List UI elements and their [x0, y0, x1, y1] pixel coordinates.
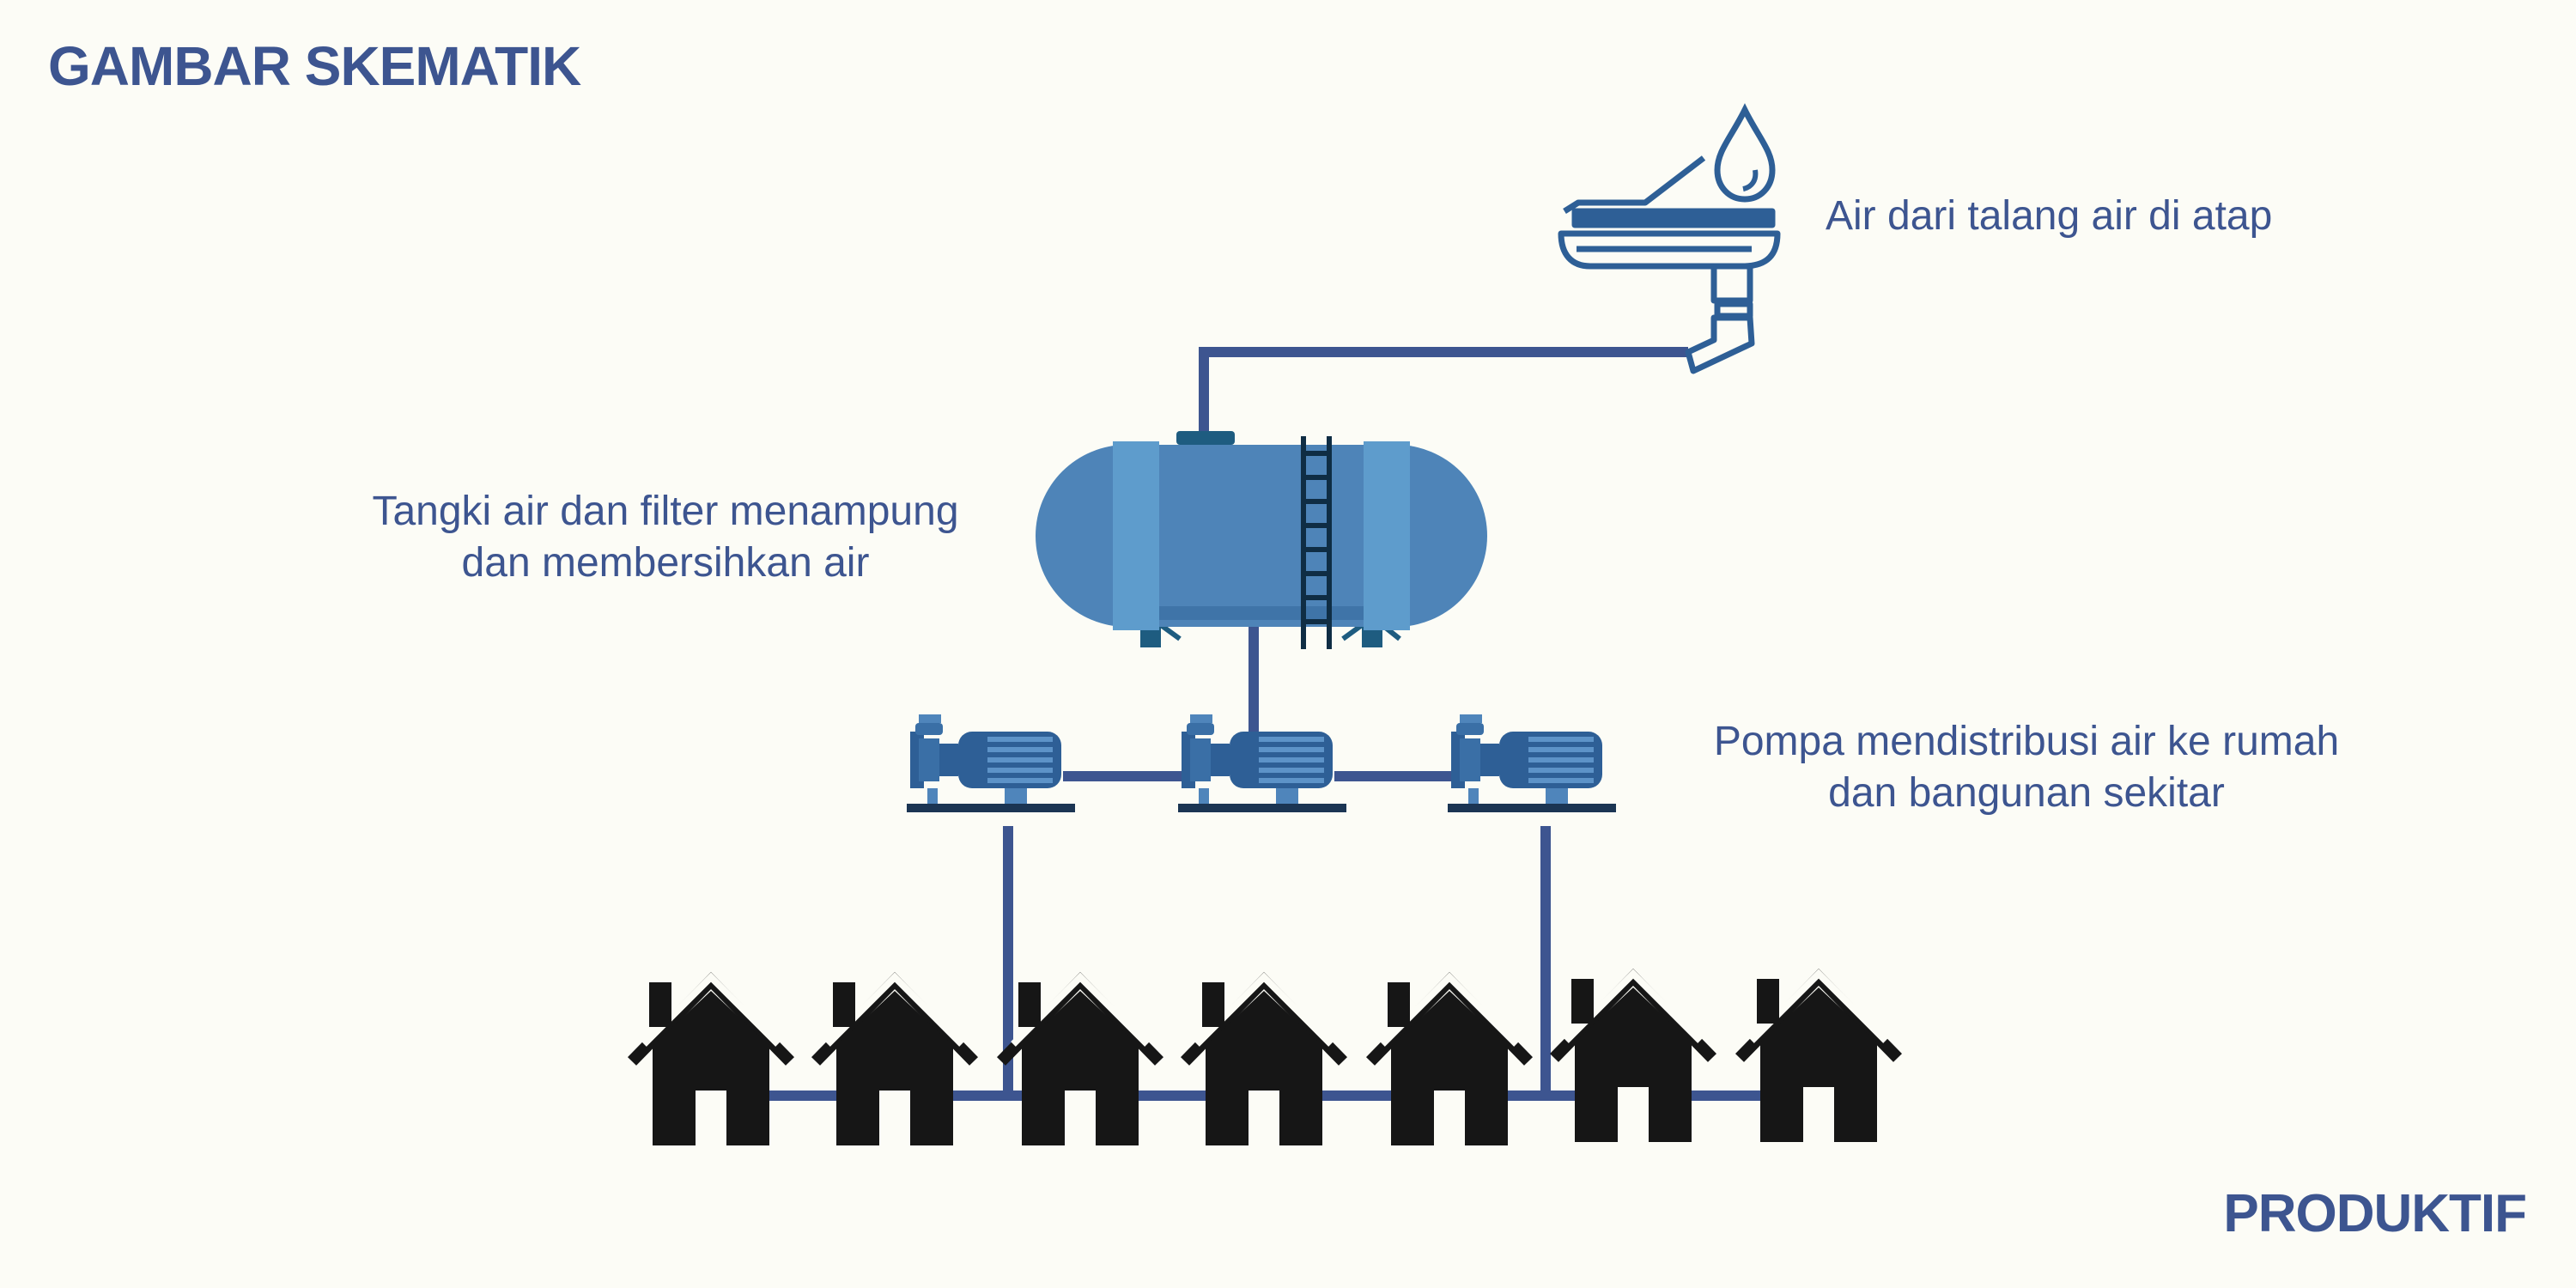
house-icon	[816, 977, 974, 1145]
pump-label: Pompa mendistribusi air ke rumah dan ban…	[1657, 716, 2396, 819]
page-title: GAMBAR SKEMATIK	[48, 35, 581, 97]
roof-gutter-icon	[1558, 155, 1781, 374]
pipe-gutter-to-tank	[1199, 347, 1688, 436]
pump-label-line-1: Pompa mendistribusi air ke rumah	[1713, 719, 2340, 764]
tank-ladder	[1301, 436, 1332, 649]
brand-name: PRODUKTIF	[2223, 1184, 2527, 1243]
house-icon	[1185, 977, 1343, 1145]
pump-icon	[1178, 714, 1346, 812]
gutter-label: Air dari talang air di atap	[1826, 193, 2273, 239]
pump-label-line-2: dan bangunan sekitar	[1828, 770, 2225, 816]
tank-label-line-2: dan membersihkan air	[461, 540, 870, 586]
pump-icon	[907, 714, 1075, 812]
tank-label: Tangki air dan filter menampung dan memb…	[326, 486, 1005, 589]
water-drop-icon	[1714, 103, 1776, 203]
house-icon	[1740, 974, 1898, 1142]
house-icon	[632, 977, 790, 1145]
tank-label-line-1: Tangki air dan filter menampung	[372, 489, 959, 534]
house-icon	[1001, 977, 1159, 1145]
pump-icon	[1448, 714, 1616, 812]
pipe-tank-to-pumps	[1063, 627, 1456, 781]
house-icon	[1554, 974, 1712, 1142]
water-tank-icon	[1036, 431, 1487, 649]
house-icon	[1370, 977, 1528, 1145]
